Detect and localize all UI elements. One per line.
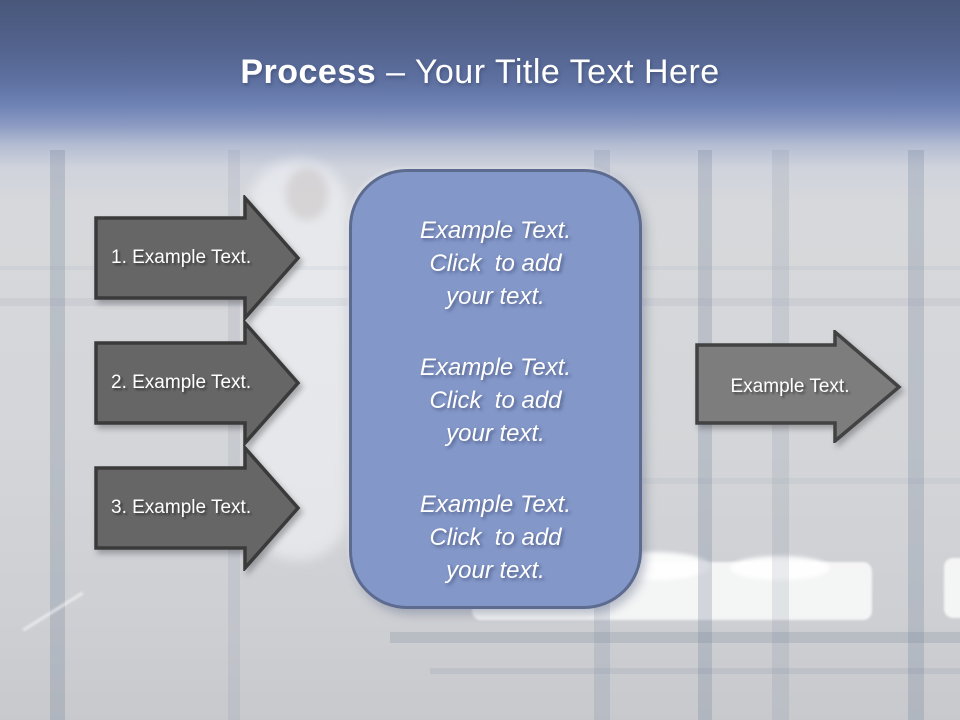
panel-text-line: Click to add	[429, 387, 562, 414]
step-arrow-1-label: 1. Example Text.	[111, 247, 252, 268]
step-arrow-1[interactable]: 1. Example Text.	[93, 195, 303, 321]
bed-frame-rail	[390, 632, 960, 643]
panel-text-line: Click to add	[429, 524, 562, 551]
arrow-right-shape-icon	[695, 330, 902, 443]
bed-frame-rail	[430, 668, 960, 674]
panel-text-line: Example Text.	[419, 491, 572, 518]
panel-text-line: Example Text.	[419, 217, 572, 244]
jail-bar	[908, 150, 924, 720]
arrow-right-shape-icon	[94, 320, 301, 446]
wall-crack	[22, 591, 84, 632]
bed-rail	[620, 478, 960, 484]
step-arrow-2-label: 2. Example Text.	[111, 372, 252, 393]
panel-text-block-3[interactable]: Example Text. Click to add your text.	[352, 488, 639, 587]
arrow-right-shape-icon	[94, 195, 301, 321]
panel-text-block-2[interactable]: Example Text. Click to add your text.	[352, 351, 639, 450]
jail-bar	[50, 150, 65, 720]
center-text-panel[interactable]: Example Text. Click to add your text. Ex…	[349, 169, 642, 609]
step-arrow-3[interactable]: 3. Example Text.	[93, 445, 303, 571]
panel-text-line: your text.	[446, 283, 545, 310]
step-arrow-3-label: 3. Example Text.	[111, 497, 252, 518]
title-rest: – Your Title Text Here	[376, 53, 720, 91]
result-arrow[interactable]: Example Text.	[695, 330, 902, 443]
arrow-right-shape-icon	[94, 445, 301, 571]
panel-text-line: your text.	[446, 420, 545, 447]
panel-text-block-1[interactable]: Example Text. Click to add your text.	[352, 214, 639, 313]
panel-text-line: Click to add	[429, 250, 562, 277]
panel-text-line: Example Text.	[419, 354, 572, 381]
bed-pillow	[730, 556, 830, 580]
panel-text-line: your text.	[446, 557, 545, 584]
result-arrow-label: Example Text.	[730, 376, 850, 397]
bed-mattress	[944, 558, 960, 618]
slide-title[interactable]: Process – Your Title Text Here	[0, 50, 960, 94]
step-arrow-2[interactable]: 2. Example Text.	[93, 320, 303, 446]
title-emphasis: Process	[240, 53, 377, 91]
